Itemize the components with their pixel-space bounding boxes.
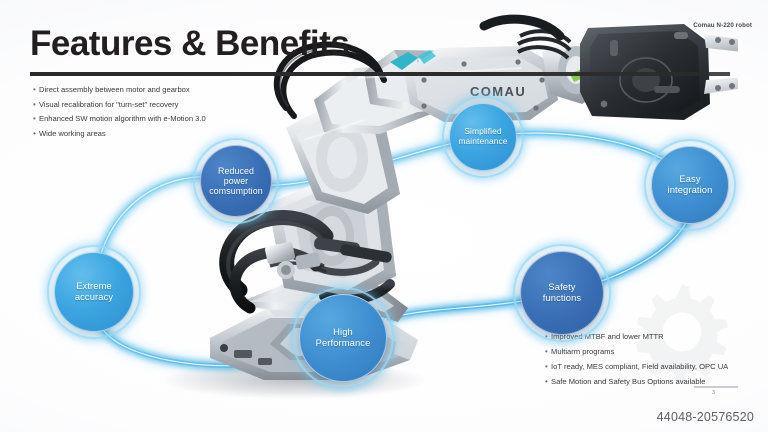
- benefit-label-line: Safety: [548, 281, 576, 293]
- benefits-list-right: • Improved MTBF and lower MTTR • Multiar…: [545, 332, 729, 393]
- benefit-label-line: accuracy: [74, 291, 114, 302]
- benefit-label-line: High: [333, 326, 353, 338]
- bullet-dot: •: [33, 114, 36, 124]
- benefit-node-safety-functions[interactable]: Safety functions: [513, 244, 611, 342]
- robot-caption: Comau N-220 robot: [693, 22, 752, 29]
- benefit-node-simplified-maintenance[interactable]: Simplified maintenance: [442, 96, 524, 178]
- benefit-node-reduced-power[interactable]: Reduced power comsumption: [193, 138, 279, 224]
- benefit-node-label: Extreme accuracy: [71, 280, 117, 303]
- list-item: • IoT ready, MES compliant, Field availa…: [545, 361, 729, 371]
- list-item: • Wide working areas: [33, 128, 206, 138]
- benefit-label-line: Easy: [679, 173, 701, 185]
- list-item: • Safe Motion and Safety Bus Options ava…: [545, 376, 728, 386]
- robot-brand-text: COMAU: [470, 84, 526, 99]
- benefit-label-line: Extreme: [76, 280, 112, 292]
- list-item-text: Improved MTBF and lower MTTR: [551, 332, 664, 341]
- list-item: • Enhanced SW motion algorithm with e-Mo…: [33, 114, 206, 124]
- gear-icon: [635, 284, 728, 384]
- page-title: Features & Benefits: [30, 24, 350, 63]
- bullet-dot: •: [33, 85, 36, 94]
- benefit-label-line: integration: [667, 184, 713, 195]
- bullet-dot: •: [545, 376, 548, 386]
- list-item-text: Visual recalibration for "turn-set" reco…: [39, 99, 179, 109]
- list-item-text: IoT ready, MES compliant, Field availabi…: [551, 361, 729, 371]
- benefit-label-line: comsumption: [209, 186, 263, 197]
- benefit-label-line: Performance: [315, 337, 371, 348]
- benefit-label-line: maintenance: [458, 136, 508, 146]
- title-divider: [30, 72, 730, 76]
- benefit-node-label: Reduced power comsumption: [205, 166, 266, 197]
- list-item: • Multiarm programs: [545, 346, 728, 356]
- list-item-text: Direct assembly between motor and gearbo…: [39, 85, 190, 94]
- benefit-node-easy-integration[interactable]: Easy integration: [644, 139, 736, 231]
- list-item: • Direct assembly between motor and gear…: [33, 85, 206, 94]
- footer-divider: [694, 386, 738, 388]
- list-item-text: Safe Motion and Safety Bus Options avail…: [551, 376, 706, 386]
- list-item: • Visual recalibration for "turn-set" re…: [33, 99, 206, 109]
- benefit-node-high-performance[interactable]: High Performance: [292, 287, 394, 389]
- benefit-label-line: Simplified: [464, 126, 502, 137]
- bullet-dot: •: [545, 346, 548, 356]
- bullet-dot: •: [545, 361, 548, 371]
- bullet-dot: •: [33, 99, 36, 109]
- benefit-label-line: Reduced: [218, 165, 254, 176]
- benefit-label-line: functions: [542, 292, 582, 303]
- page-number: 3: [712, 390, 715, 396]
- benefit-node-extreme-accuracy[interactable]: Extreme accuracy: [47, 245, 141, 339]
- benefits-list-left: • Direct assembly between motor and gear…: [33, 85, 206, 144]
- bullet-dot: •: [33, 128, 36, 138]
- benefit-node-label: Easy integration: [664, 173, 717, 196]
- stock-image-id: 44048-20576520: [656, 410, 754, 424]
- benefit-node-label: Safety functions: [539, 281, 585, 304]
- list-item-text: Wide working areas: [39, 128, 106, 138]
- benefit-label-line: power: [223, 175, 249, 186]
- list-item-text: Multiarm programs: [551, 346, 615, 356]
- list-item-text: Enhanced SW motion algorithm with e-Moti…: [39, 114, 206, 124]
- benefit-node-label: Simplified maintenance: [454, 126, 511, 147]
- benefit-node-label: High Performance: [312, 326, 375, 349]
